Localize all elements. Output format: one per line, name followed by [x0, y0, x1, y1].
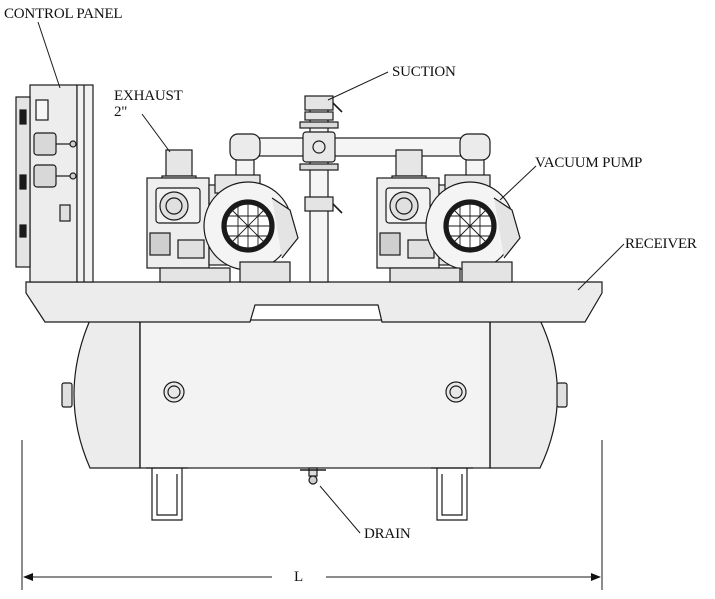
tank-port-right [445, 381, 467, 403]
control-panel [15, 84, 94, 283]
drain-valve [300, 467, 326, 485]
leader-lines [37, 21, 625, 534]
suction-piping [229, 95, 491, 283]
length-label: L [294, 569, 303, 585]
receiver-tank [61, 319, 568, 469]
control-panel-gauge-upper [33, 132, 57, 156]
exhaust-label: EXHAUST [114, 88, 183, 104]
leader-exhaust [141, 113, 171, 153]
suction-valve-top [304, 95, 334, 111]
leader-suction [327, 71, 389, 101]
vacuum-pump-left [146, 149, 299, 283]
vacuum-pump-right [376, 149, 521, 283]
suction-valve-lower [304, 196, 334, 212]
exhaust-size-label: 2" [114, 104, 128, 120]
leader-drain [319, 485, 361, 534]
leader-vacuum-pump [499, 165, 537, 201]
leader-control-panel [37, 21, 61, 89]
tank-legs [146, 467, 473, 521]
tank-left-nozzle [61, 382, 73, 408]
receiver-label: RECEIVER [625, 236, 697, 252]
receiver-platform [25, 281, 603, 323]
control-panel-gauge-lower [33, 164, 57, 188]
suction-tee [302, 131, 336, 163]
dimension-length [21, 440, 603, 590]
suction-label: SUCTION [392, 64, 456, 80]
drain-label: DRAIN [364, 526, 411, 542]
tank-right-nozzle [556, 382, 568, 408]
vacuum-pump-label: VACUUM PUMP [535, 155, 643, 171]
control-panel-label: CONTROL PANEL [4, 6, 123, 22]
leader-receiver [577, 243, 625, 291]
tank-port-left [163, 381, 185, 403]
